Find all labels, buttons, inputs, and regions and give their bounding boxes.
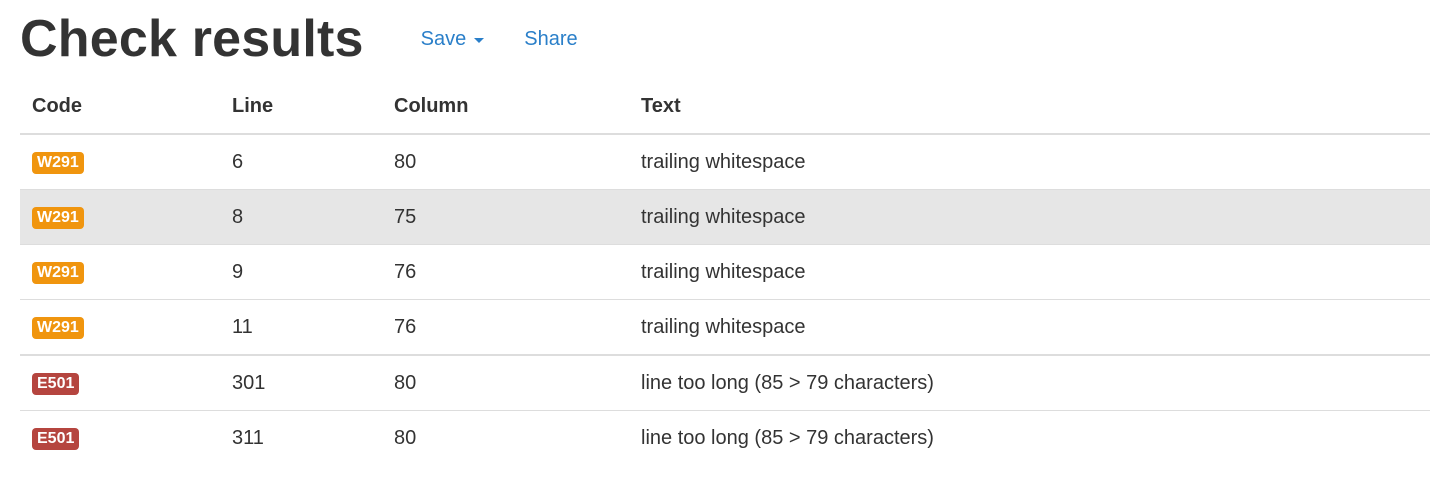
table-row[interactable]: W291 9 76 trailing whitespace xyxy=(20,244,1430,300)
share-link[interactable]: Share xyxy=(524,27,578,50)
column-cell: 76 xyxy=(382,244,629,300)
column-header-text[interactable]: Text xyxy=(629,79,1430,135)
text-cell: trailing whitespace xyxy=(629,244,1430,300)
text-cell: line too long (85 > 79 characters) xyxy=(629,410,1430,465)
line-cell: 8 xyxy=(220,189,382,245)
table-row[interactable]: W291 11 76 trailing whitespace xyxy=(20,299,1430,355)
save-label: Save xyxy=(420,27,467,50)
header: Check results Save Share xyxy=(20,0,578,78)
code-badge: W291 xyxy=(32,317,84,339)
line-cell: 6 xyxy=(220,133,382,190)
text-cell: trailing whitespace xyxy=(629,189,1430,245)
code-cell: W291 xyxy=(20,189,220,245)
column-header-line[interactable]: Line xyxy=(220,79,382,135)
text-cell: line too long (85 > 79 characters) xyxy=(629,354,1430,411)
column-cell: 80 xyxy=(382,133,629,190)
text-cell: trailing whitespace xyxy=(629,133,1430,190)
code-cell: W291 xyxy=(20,299,220,355)
column-header-code[interactable]: Code xyxy=(20,79,220,135)
save-dropdown-button[interactable]: Save xyxy=(421,28,485,51)
results-table: Code Line Column Text W291 6 80 trailing… xyxy=(20,79,1430,465)
line-cell: 301 xyxy=(220,354,382,411)
line-cell: 311 xyxy=(220,410,382,465)
page-title: Check results xyxy=(20,10,364,68)
caret-down-icon xyxy=(474,37,485,43)
column-cell: 80 xyxy=(382,410,629,465)
code-badge: W291 xyxy=(32,152,84,174)
table-row[interactable]: W291 8 75 trailing whitespace xyxy=(20,189,1430,245)
column-cell: 75 xyxy=(382,189,629,245)
code-cell: W291 xyxy=(20,244,220,300)
code-badge: W291 xyxy=(32,262,84,284)
text-cell: trailing whitespace xyxy=(629,299,1430,355)
column-header-column[interactable]: Column xyxy=(382,79,629,135)
code-badge: W291 xyxy=(32,207,84,229)
code-cell: E501 xyxy=(20,410,220,465)
table-row[interactable]: W291 6 80 trailing whitespace xyxy=(20,133,1430,190)
code-badge: E501 xyxy=(32,428,80,450)
line-cell: 11 xyxy=(220,299,382,355)
table-row[interactable]: E501 311 80 line too long (85 > 79 chara… xyxy=(20,410,1430,465)
column-cell: 76 xyxy=(382,299,629,355)
code-badge: E501 xyxy=(32,373,80,395)
code-cell: W291 xyxy=(20,133,220,190)
code-cell: E501 xyxy=(20,354,220,411)
line-cell: 9 xyxy=(220,244,382,300)
table-row[interactable]: E501 301 80 line too long (85 > 79 chara… xyxy=(20,354,1430,411)
column-cell: 80 xyxy=(382,354,629,411)
table-header-row: Code Line Column Text xyxy=(20,79,1430,135)
